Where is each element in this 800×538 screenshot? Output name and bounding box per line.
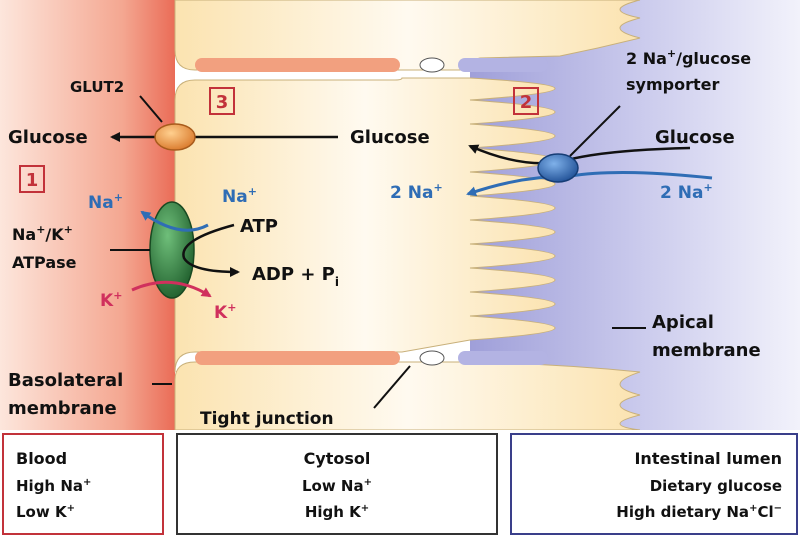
k-influx-arrow — [131, 280, 212, 298]
svg-text:1: 1 — [26, 170, 39, 191]
na-glucose-symporter — [537, 153, 579, 183]
k-blood-label: K+ — [100, 289, 122, 311]
glucose-lumen-label: Glucose — [655, 127, 735, 148]
glucose-cytosol-label: Glucose — [350, 127, 430, 148]
cytosol-panel-line2: High K+ — [304, 503, 370, 521]
cytosol-panel: Cytosol Low Na+ High K+ — [176, 433, 498, 535]
tight-junction-pointer — [373, 365, 411, 409]
lumen-panel-title: Intestinal lumen — [634, 449, 782, 468]
apical-label-line2: membrane — [652, 340, 761, 361]
basolateral-label-line2: membrane — [8, 398, 117, 419]
step-1-box: 1 — [19, 165, 45, 193]
glut2-transporter — [154, 123, 196, 151]
glut2-pointer — [139, 95, 163, 123]
blood-panel-line2: Low K+ — [16, 503, 75, 521]
symporter-label-line1: 2 Na+/glucose — [626, 47, 751, 68]
lower-basolateral-fold — [195, 351, 400, 365]
na-cytosol-label: Na+ — [222, 185, 257, 207]
tight-junction-upper — [419, 57, 445, 73]
step-2-box: 2 — [513, 87, 539, 115]
symporter-pointer — [569, 105, 621, 157]
na-k-atpase-label-line2: ATPase — [12, 253, 77, 272]
cytosol-panel-line1: Low Na+ — [301, 477, 372, 495]
lower-apical-fold — [458, 351, 548, 365]
na-blood-label: Na+ — [88, 191, 123, 213]
two-na-lumen-label: 2 Na+ — [660, 181, 713, 203]
apical-label-line1: Apical — [652, 312, 714, 333]
atp-hydrolysis-arrow — [182, 223, 240, 277]
basolateral-label-line1: Basolateral — [8, 370, 123, 391]
lumen-panel: Intestinal lumen Dietary glucose High di… — [510, 433, 798, 535]
upper-basolateral-fold — [195, 58, 400, 72]
lumen-panel-line1: Dietary glucose — [649, 477, 782, 495]
symporter-label-line2: symporter — [626, 75, 719, 94]
lower-cell-body — [174, 361, 641, 430]
glucose-blood-label: Glucose — [8, 127, 88, 148]
k-cytosol-label: K+ — [214, 301, 236, 323]
glucose-transport-diagram: 1 2 3 GLUT2 Glucose Glucose Glucose 2 Na… — [0, 0, 800, 430]
tight-junction-label: Tight junction — [200, 409, 334, 429]
blood-panel-line1: High Na+ — [16, 477, 92, 495]
step-3-box: 3 — [209, 87, 235, 115]
na-k-atpase-label-line1: Na+/K+ — [12, 223, 73, 244]
main-cell-body — [174, 77, 556, 373]
upper-apical-fold — [458, 58, 548, 72]
two-na-cytosol-label: 2 Na+ — [390, 181, 443, 203]
na-efflux-arrow — [140, 210, 209, 232]
lumen-panel-line2: High dietary Na+Cl− — [616, 503, 782, 521]
svg-text:2: 2 — [520, 92, 533, 113]
blood-panel: Blood High Na+ Low K+ — [2, 433, 164, 535]
atp-label: ATP — [240, 216, 278, 237]
adp-pi-label: ADP + Pi — [252, 264, 339, 289]
tight-junction-lower — [419, 350, 445, 366]
blood-panel-title: Blood — [16, 449, 68, 468]
cytosol-panel-title: Cytosol — [303, 449, 371, 468]
glut2-label: GLUT2 — [70, 78, 124, 96]
svg-text:3: 3 — [216, 92, 229, 113]
